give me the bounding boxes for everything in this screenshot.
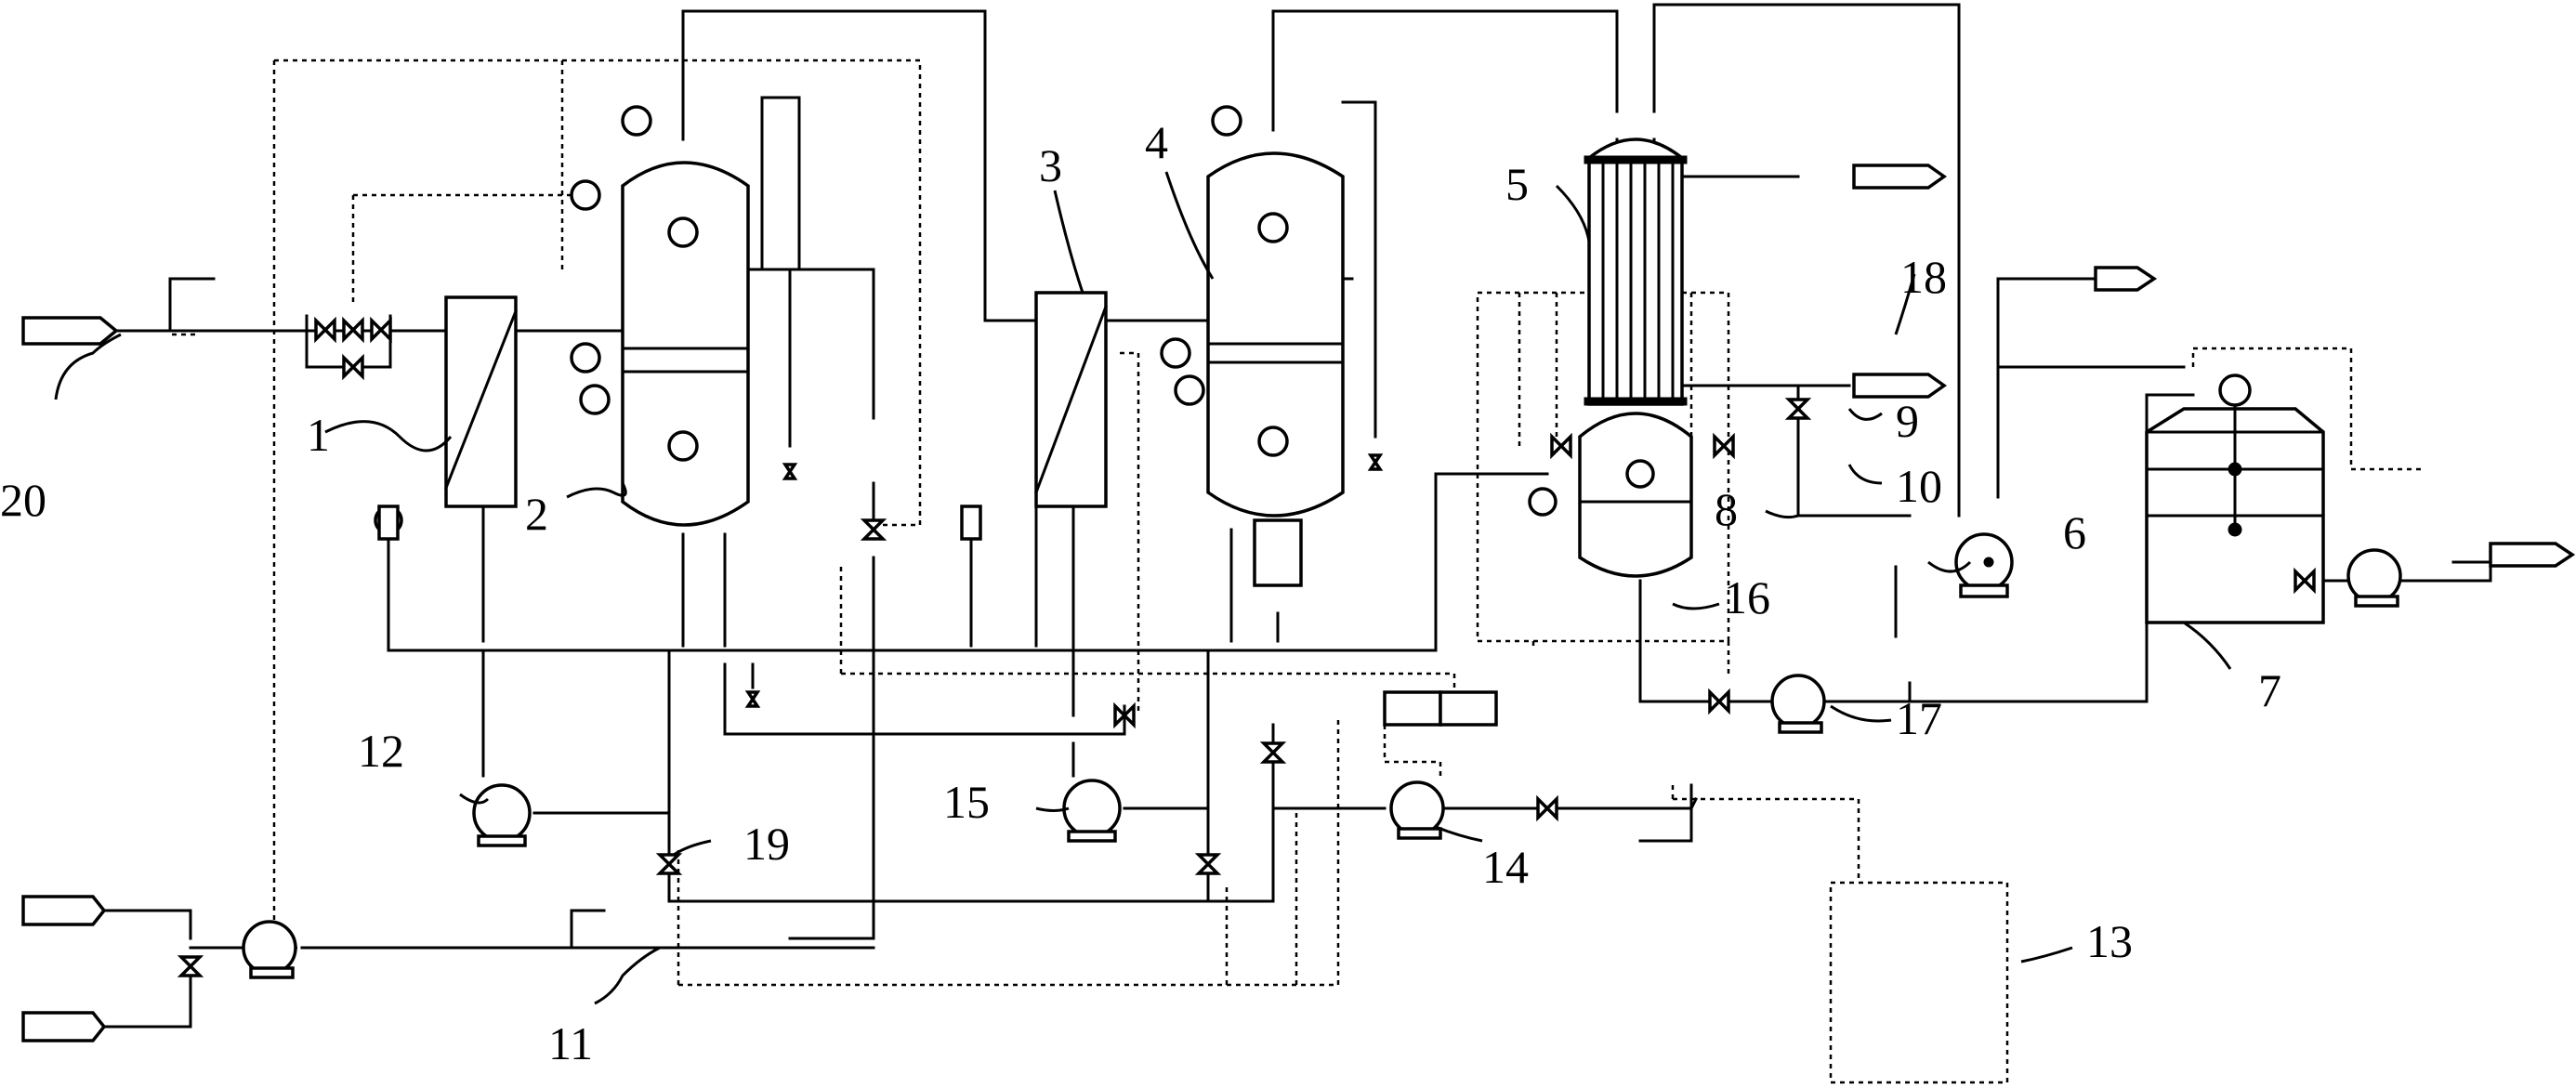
leader-lines [54,171,2232,1005]
tank-7 [2145,374,2325,624]
number-labels: 1 2 3 4 5 6 7 8 9 10 11 12 13 14 15 16 1… [0,116,2281,1069]
label-4: 4 [1145,116,1168,168]
label-7: 7 [2258,664,2281,716]
preheater-3 [960,291,1108,541]
label-13: 13 [2086,915,2133,967]
pump-6 [1954,532,2014,598]
label-2: 2 [525,488,548,540]
valves [177,316,2316,977]
evaporator-4 [1160,105,1345,587]
label-8: 8 [1715,483,1738,535]
pumps [242,548,2402,979]
label-19: 19 [743,818,790,870]
label-11: 11 [548,1017,593,1069]
label-17: 17 [1896,692,1942,744]
label-15: 15 [943,776,990,828]
label-5: 5 [1505,158,1529,210]
label-12: 12 [358,725,404,777]
label-20: 20 [0,474,46,526]
preheater-1 [374,295,518,541]
evaporator-2 [570,105,750,527]
label-10: 10 [1896,460,1942,512]
feed-inlet-20 [21,316,119,346]
label-3: 3 [1039,139,1062,191]
outlet-boxes [21,164,2576,1042]
label-6: 6 [2063,506,2086,558]
process-pipes [91,3,2492,1029]
label-16: 16 [1724,571,1770,623]
label-9: 9 [1896,395,1919,447]
label-18: 18 [1900,251,1947,303]
label-1: 1 [307,409,330,461]
label-14: 14 [1482,841,1529,893]
condenser-5 [1528,138,1693,578]
